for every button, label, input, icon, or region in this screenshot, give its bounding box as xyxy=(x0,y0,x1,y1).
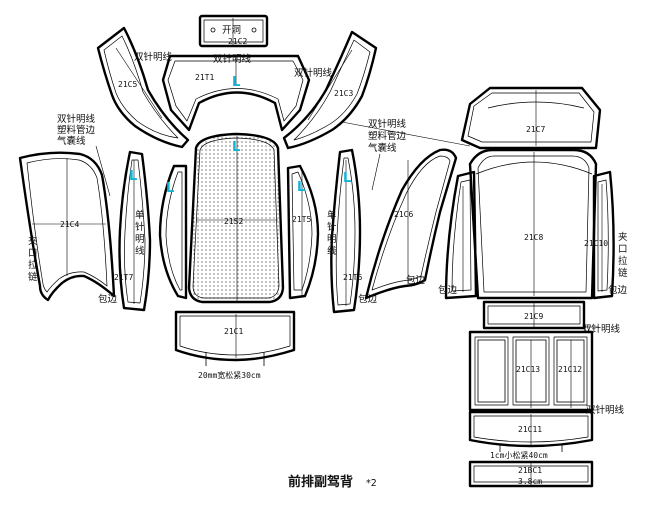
note-double-stitch-3: 双针明线 xyxy=(294,67,333,79)
label-21t7: 21T7 xyxy=(114,273,133,282)
piece-21t6: L 21T6 xyxy=(330,148,362,314)
single-left-1: 针 xyxy=(135,221,145,233)
note-double-stitch-5: 双针明线 xyxy=(586,404,625,416)
piece-21s2: L 21S2 xyxy=(187,132,285,304)
label-21c7: 21C7 xyxy=(526,125,545,134)
note-piping-4: 包边 xyxy=(438,284,458,296)
mark-l-t7: L xyxy=(129,169,137,184)
label-21s2: 21S2 xyxy=(224,217,243,226)
label-21t1: 21T1 xyxy=(195,73,214,82)
zip-left-3: 链 xyxy=(28,271,38,283)
note-piping-2: 包边 xyxy=(358,293,378,305)
label-21c8: 21C8 xyxy=(524,233,543,242)
piece-c8-left-strip xyxy=(444,170,478,300)
right-block-2: 气囊线 xyxy=(368,142,397,154)
label-21c12: 21C12 xyxy=(558,365,582,374)
label-21c11: 21C11 xyxy=(518,425,542,434)
piece-21c2: 开洞 21C2 xyxy=(198,14,269,48)
piece-21c10: 21C10 xyxy=(584,170,615,300)
note-elastic-2: 1cm小松紧40cm xyxy=(490,450,548,460)
single-right-0: 单 xyxy=(327,209,337,221)
single-left-2: 明 xyxy=(135,234,145,245)
piece-21t7: L 21T7 xyxy=(114,150,152,312)
zip-right-1: 口 xyxy=(618,244,628,255)
label-21c10: 21C10 xyxy=(584,239,608,248)
note-single-stitch-left: 单 针 明 线 xyxy=(135,209,145,257)
single-right-2: 明 xyxy=(327,234,337,245)
note-zip-right: 夹 口 拉 链 xyxy=(618,231,628,279)
zip-right-3: 链 xyxy=(618,267,628,279)
right-block-0: 双针明线 xyxy=(368,118,407,130)
note-elastic-1: 20mm宽松紧30cm xyxy=(198,370,261,380)
zip-left-1: 口 xyxy=(28,248,38,259)
mark-l-t6: L xyxy=(343,171,351,186)
note-single-stitch-right: 单 针 明 线 xyxy=(327,209,337,257)
piece-21t1: 双针明线 21T1 L xyxy=(161,53,311,132)
right-block-1: 塑料管边 xyxy=(368,130,407,142)
piece-21c6: 21C6 xyxy=(364,148,458,300)
piece-left-inner: L xyxy=(158,164,188,300)
piece-21t5: L 21T5 xyxy=(286,164,320,300)
single-left-0: 单 xyxy=(135,209,145,221)
zip-left-2: 拉 xyxy=(28,259,38,271)
zip-right-2: 拉 xyxy=(618,255,628,267)
left-block-0: 双针明线 xyxy=(57,113,96,125)
note-piping-5: 包边 xyxy=(608,284,628,296)
label-21c3: 21C3 xyxy=(334,89,353,98)
single-right-1: 针 xyxy=(327,221,337,233)
note-double-stitch: 双针明线 xyxy=(213,53,252,65)
piece-21c7: 21C7 xyxy=(460,86,602,150)
label-21c2: 21C2 xyxy=(228,37,247,46)
label-21c5: 21C5 xyxy=(118,80,137,89)
piece-c13-c12-block: 21C13 21C12 xyxy=(468,330,594,412)
piece-21c9: 21C9 双针明线 xyxy=(482,300,621,335)
left-block-1: 塑料管边 xyxy=(57,124,96,136)
note-kaidong: 开洞 xyxy=(222,25,241,36)
label-21c6: 21C6 xyxy=(394,210,413,219)
label-21c4: 21C4 xyxy=(60,220,79,229)
page-title: 前排副驾背 *2 xyxy=(288,474,377,490)
piece-21bc1: 21BC1 3.8cm xyxy=(468,460,594,488)
piece-21c4: 21C4 xyxy=(18,151,116,302)
mark-l-s2: L xyxy=(232,140,240,155)
single-right-3: 线 xyxy=(327,245,337,257)
note-double-stitch-2: 双针明线 xyxy=(134,51,173,63)
piece-21c1: 21C1 20mm宽松紧30cm xyxy=(174,310,296,380)
note-strip-size: 3.8cm xyxy=(518,477,542,486)
piece-21c5: 双针明线 21C5 xyxy=(96,26,190,149)
note-left-block: 双针明线 塑料管边 气囊线 xyxy=(57,113,111,197)
zip-right-0: 夹 xyxy=(618,231,628,243)
label-21c1: 21C1 xyxy=(224,327,243,336)
single-left-3: 线 xyxy=(135,245,145,257)
piece-21c8: 21C8 xyxy=(468,148,598,300)
piece-21c3: 双针明线 21C3 xyxy=(282,30,378,150)
piece-21c11: 21C11 双针明线 1cm小松紧40cm xyxy=(468,404,625,460)
label-21c13: 21C13 xyxy=(516,365,540,374)
mark-l-t1: L xyxy=(232,75,240,90)
mark-l-left: L xyxy=(166,181,174,196)
label-21t6: 21T6 xyxy=(343,273,362,282)
note-right-block: 双针明线 塑料管边 气囊线 xyxy=(341,118,471,191)
note-zip-left: 夹 口 拉 链 xyxy=(28,235,38,283)
mark-l-t5: L xyxy=(297,180,305,195)
note-piping-1: 包边 xyxy=(98,293,118,305)
left-block-2: 气囊线 xyxy=(57,135,86,147)
title-text: 前排副驾背 xyxy=(288,474,353,490)
label-21c9: 21C9 xyxy=(524,312,543,321)
title-suffix: *2 xyxy=(366,478,377,489)
note-piping-3: 包边 xyxy=(406,274,426,286)
label-21t5: 21T5 xyxy=(292,215,311,224)
label-21bc1: 21BC1 xyxy=(518,466,542,475)
zip-left-0: 夹 xyxy=(28,235,38,247)
